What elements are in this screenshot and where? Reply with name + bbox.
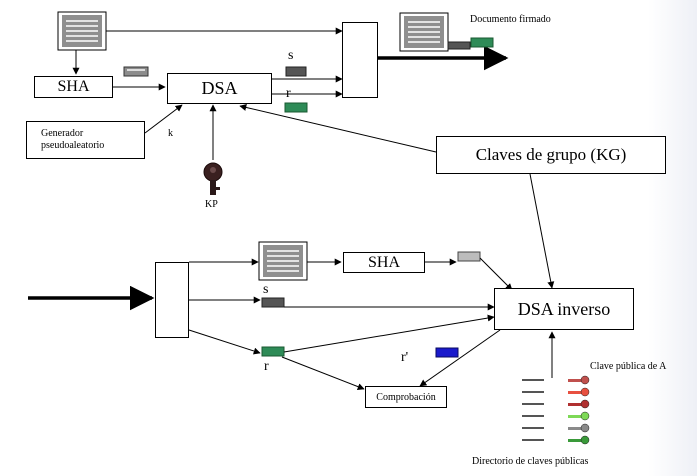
document-icon-top — [57, 11, 107, 51]
r-chip-top — [284, 102, 308, 113]
sha-box-top-label: SHA — [57, 78, 90, 95]
key-icon-shaft — [568, 391, 582, 394]
prng-generator-box: Generador pseudoaleatorio — [26, 121, 145, 159]
private-key-icon — [203, 162, 223, 195]
key-icon — [580, 375, 590, 385]
public-key-directory — [522, 375, 590, 445]
public-key-a-label: Clave pública de A — [590, 361, 667, 372]
public-key-entry-text — [522, 403, 544, 405]
dsa-box: DSA — [167, 73, 272, 104]
public-key-entry — [522, 399, 590, 409]
signature-splitter-box — [155, 262, 189, 338]
s-label-top: s — [288, 48, 294, 63]
public-key-entry-text — [522, 439, 544, 441]
public-key-entry-text — [522, 427, 544, 429]
group-keys-label: Claves de grupo (KG) — [475, 145, 627, 164]
prng-generator-label: Generador pseudoaleatorio — [41, 128, 105, 151]
public-key-entry — [522, 411, 590, 421]
key-icon — [580, 399, 590, 409]
r-label-bottom: r — [264, 359, 269, 374]
s-chip-bottom — [261, 297, 285, 308]
public-key-entry-text — [522, 391, 544, 393]
public-key-directory-label: Directorio de claves públicas — [472, 456, 589, 467]
dsa-inverse-box: DSA inverso — [494, 288, 634, 330]
public-key-entry-text — [522, 379, 544, 381]
dsa-box-label: DSA — [201, 78, 238, 98]
public-key-entry — [522, 435, 590, 445]
s-chip-top — [285, 66, 307, 77]
hash-chip-top — [123, 66, 149, 77]
verification-box: Comprobación — [365, 386, 447, 408]
r-label-top: r — [286, 86, 291, 101]
public-key-entry — [522, 387, 590, 397]
sha-box-bottom: SHA — [343, 252, 425, 273]
key-icon-shaft — [568, 379, 582, 382]
dsa-inverse-label: DSA inverso — [517, 298, 611, 319]
key-icon — [580, 435, 590, 445]
public-key-entry — [522, 423, 590, 433]
kp-label: KP — [205, 199, 218, 210]
r-prime-label: r' — [401, 350, 409, 365]
key-icon-shaft — [568, 415, 582, 418]
key-icon — [580, 423, 590, 433]
verification-label: Comprobación — [376, 391, 436, 403]
s-label-bottom: s — [263, 282, 269, 297]
sha-box-bottom-label: SHA — [367, 253, 400, 271]
k-label: k — [168, 128, 173, 139]
key-icon — [580, 387, 590, 397]
r-chip-bottom — [261, 346, 285, 357]
hash-chip-bottom — [457, 251, 481, 262]
r-prime-chip — [435, 347, 459, 358]
key-icon-shaft — [568, 439, 582, 442]
public-key-entry-text — [522, 415, 544, 417]
document-icon-bottom — [258, 241, 308, 281]
signed-document-label: Documento firmado — [470, 14, 551, 25]
key-icon — [580, 411, 590, 421]
signature-combiner-box — [342, 22, 378, 98]
signed-document-icon — [399, 12, 494, 52]
group-keys-box: Claves de grupo (KG) — [436, 136, 666, 174]
sha-box-top: SHA — [34, 76, 113, 98]
public-key-entry — [522, 375, 590, 385]
key-icon-shaft — [568, 427, 582, 430]
key-icon-shaft — [568, 403, 582, 406]
